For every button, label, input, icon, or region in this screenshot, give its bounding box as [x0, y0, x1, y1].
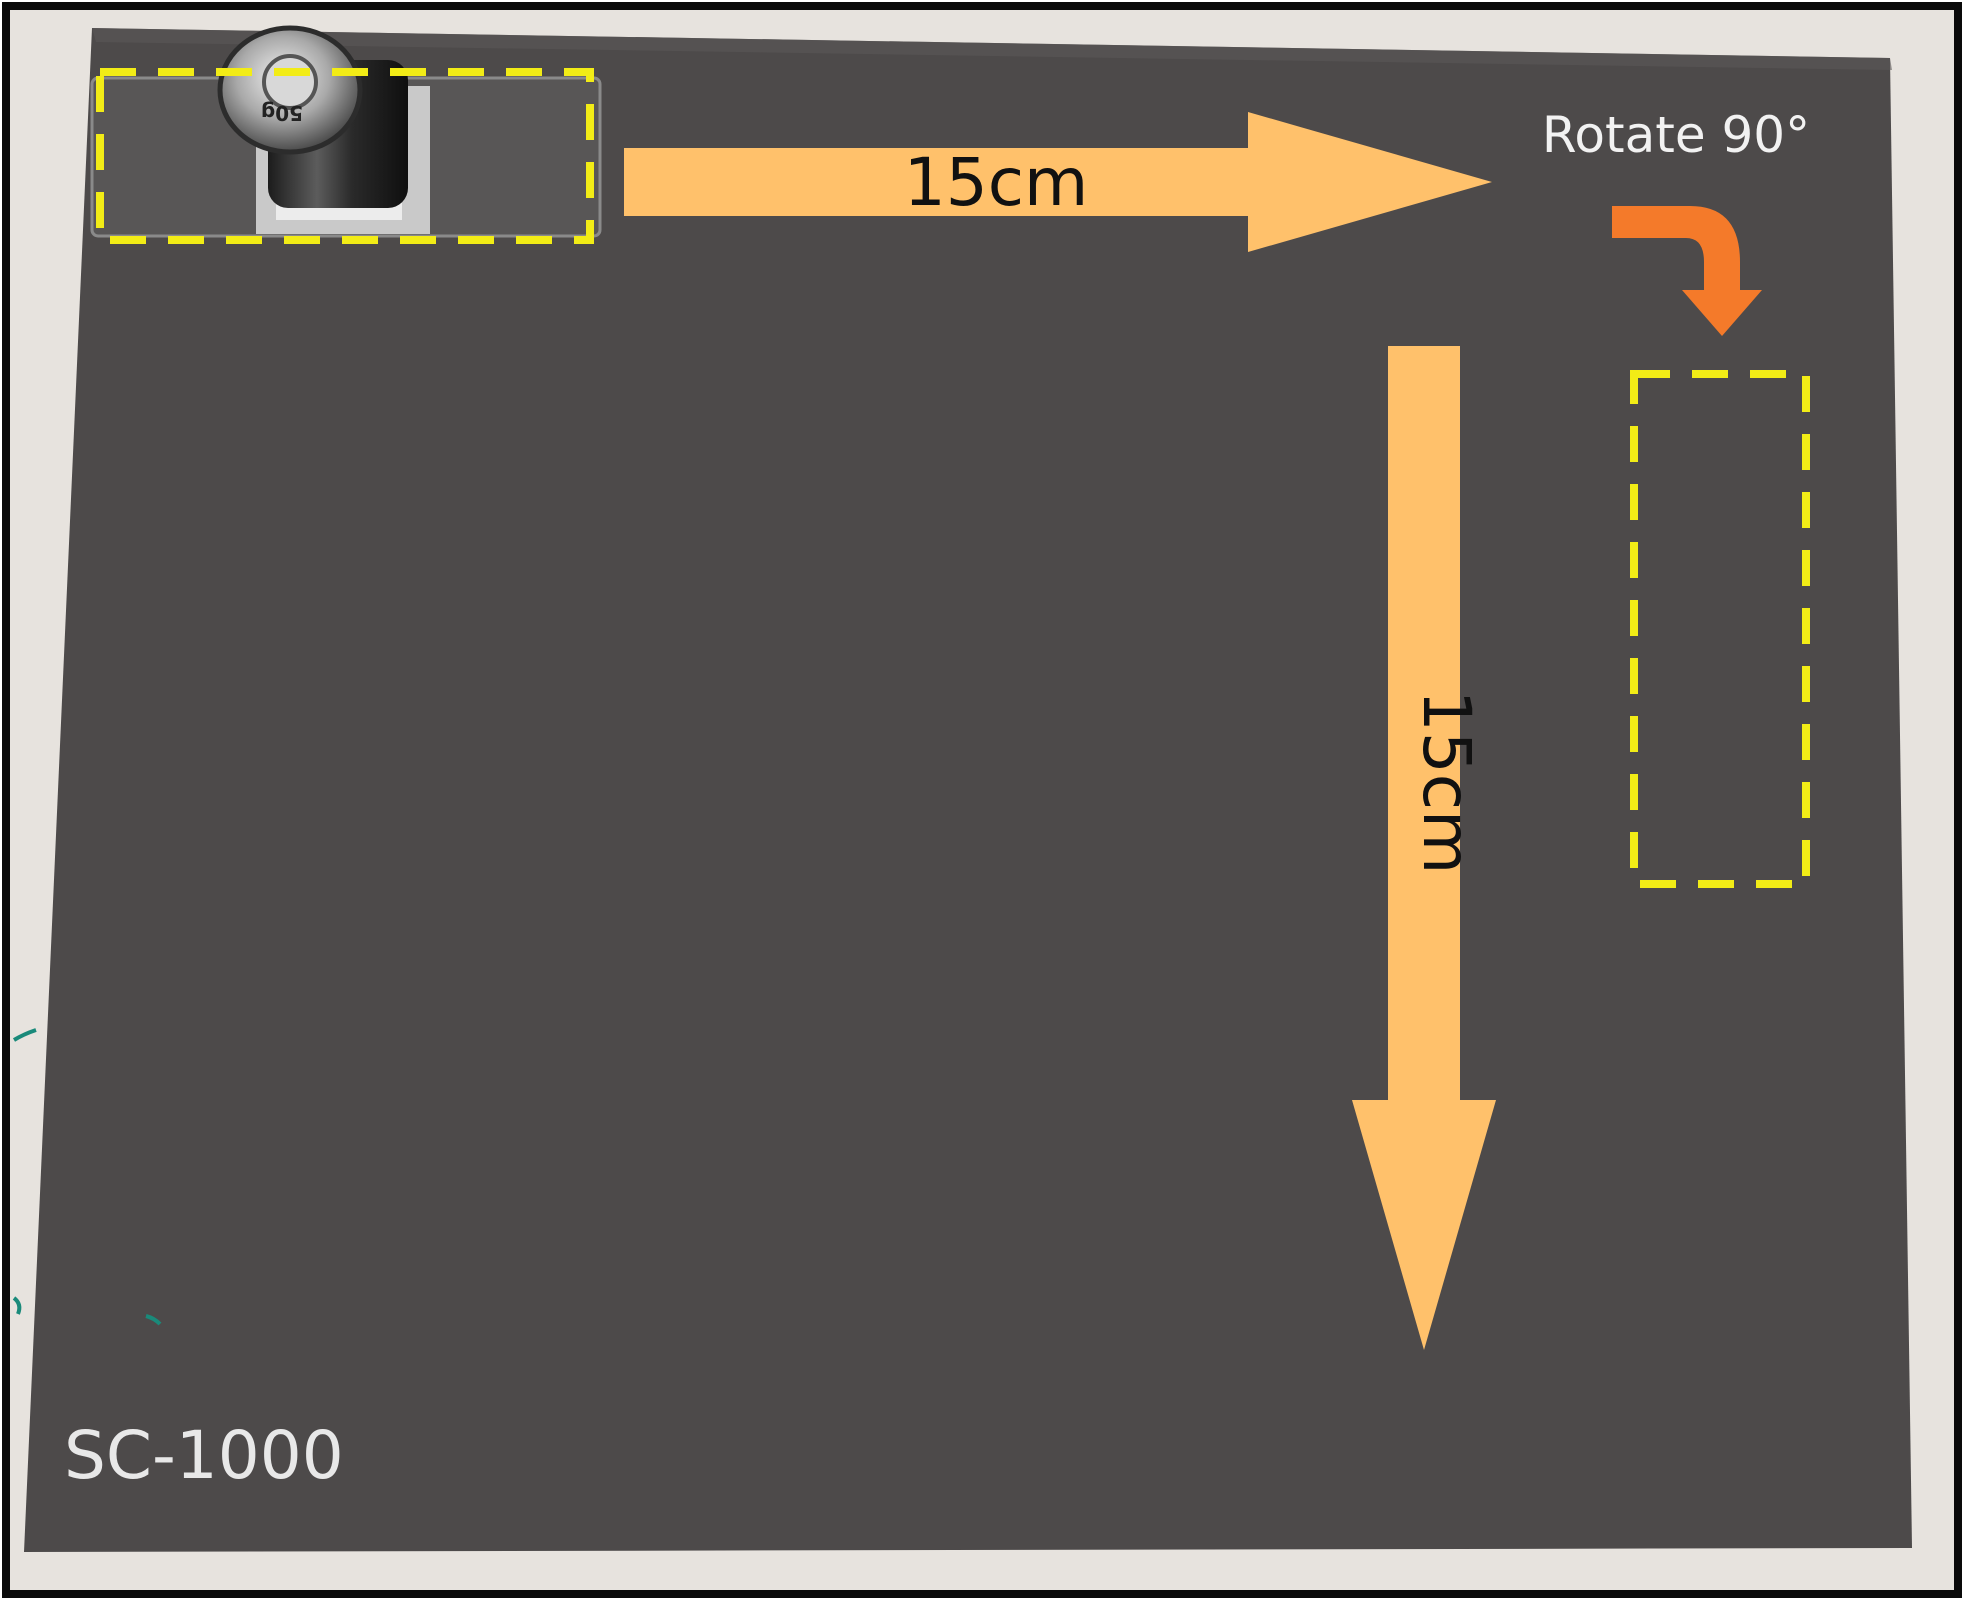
ink-mark [145, 1314, 162, 1326]
horizontal-distance-label: 15cm [904, 144, 1089, 221]
target-dashed-outline [1630, 370, 1810, 888]
rotate-label: Rotate 90° [1542, 106, 1810, 164]
ink-mark [12, 1296, 22, 1315]
weight-marking: 50g [261, 101, 303, 125]
weight-bolt-icon [262, 54, 318, 110]
sandpaper-sheet [24, 28, 1912, 1552]
sample-dashed-outline [96, 68, 594, 244]
arrow-right-icon [624, 112, 1492, 252]
ink-mark [12, 1028, 37, 1042]
sandpaper-shadow [92, 28, 1892, 70]
arrow-down-icon [1352, 346, 1496, 1350]
vertical-distance-label: 15cm [1408, 690, 1485, 875]
sandpaper-grade-label: SC-1000 [64, 1417, 344, 1494]
sample-sled: 50g [90, 25, 602, 244]
curved-arrow-down-icon [1612, 206, 1762, 336]
